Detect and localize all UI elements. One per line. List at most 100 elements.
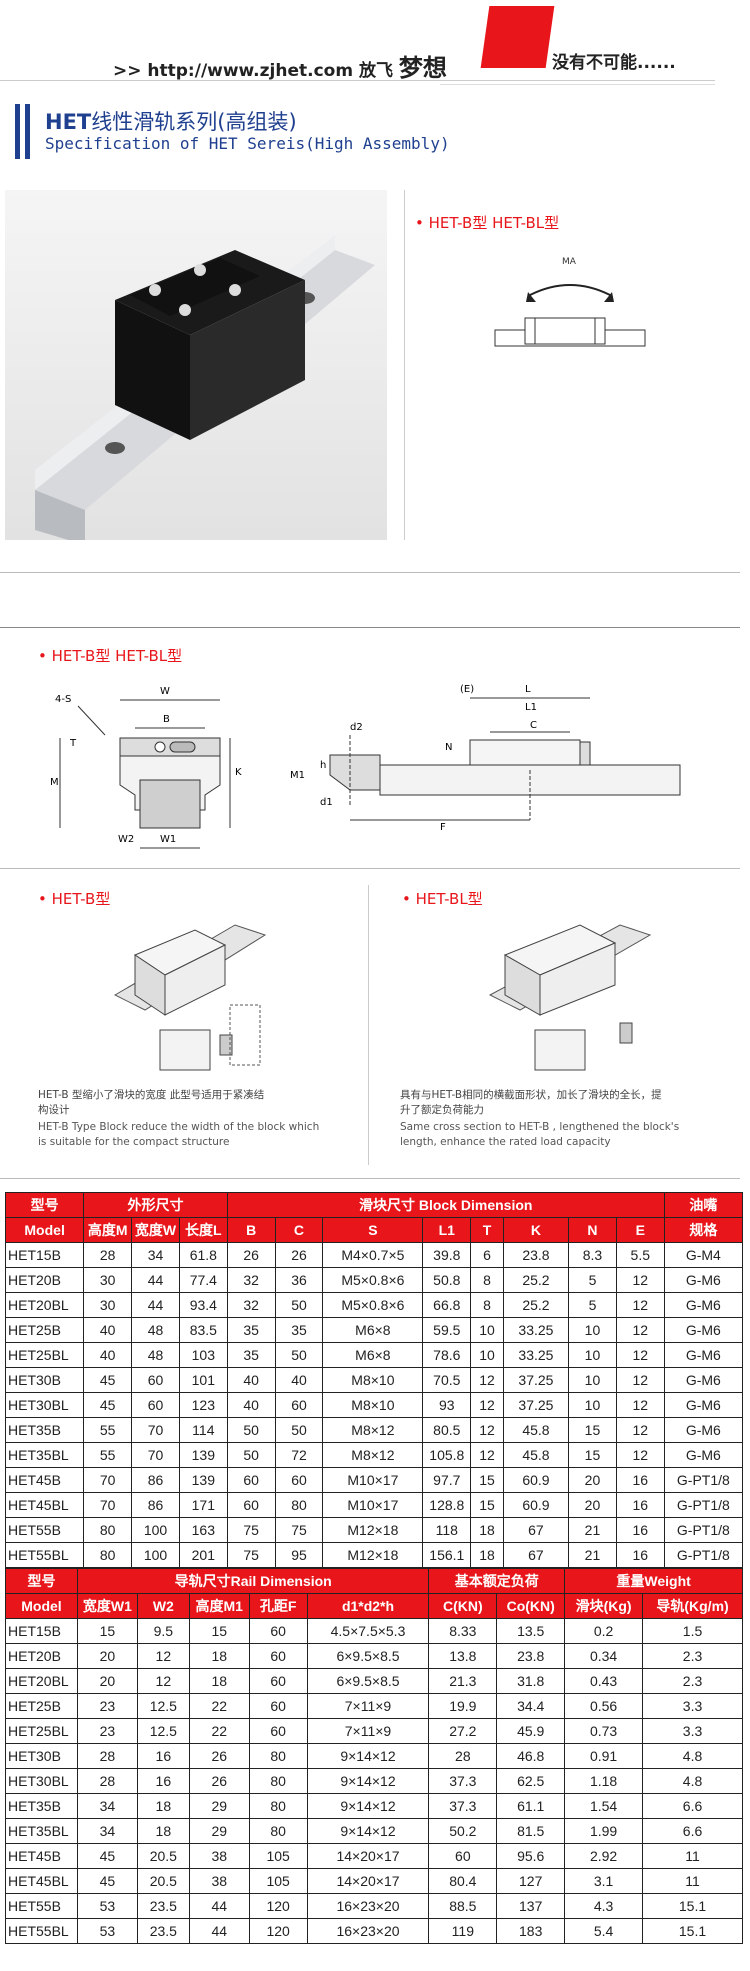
- table-cell: 20.5: [136, 1868, 190, 1894]
- t1-col-l: 长度L: [178, 1217, 228, 1243]
- table-cell: M8×10: [322, 1367, 424, 1393]
- table-cell: 9×14×12: [306, 1768, 430, 1794]
- table-cell: 28: [83, 1242, 133, 1268]
- table-cell: 75: [226, 1542, 276, 1568]
- table-cell: 5.5: [615, 1242, 665, 1268]
- t2-col-w2: W2: [136, 1593, 190, 1619]
- model-cell: HET45BL: [5, 1868, 78, 1894]
- table-cell: 3.3: [642, 1693, 743, 1719]
- table-cell: 26: [188, 1768, 250, 1794]
- header-url[interactable]: >> http://www.zjhet.com 放飞 梦想: [113, 54, 447, 82]
- table-cell: 60.9: [502, 1492, 570, 1518]
- t2-h-load: 基本额定负荷: [428, 1568, 566, 1594]
- t1-h-outer: 外形尺寸: [83, 1192, 228, 1218]
- table-cell: 12: [615, 1342, 665, 1368]
- table-cell: 11: [642, 1868, 743, 1894]
- table-cell: 2.3: [642, 1643, 743, 1669]
- t1-col-n: N: [568, 1217, 617, 1243]
- table-cell: 18: [470, 1517, 504, 1543]
- table-cell: 10: [470, 1317, 504, 1343]
- model-cell: HET45BL: [4, 1492, 85, 1518]
- table-cell: 70: [131, 1417, 180, 1443]
- table-cell: G-M6: [663, 1342, 744, 1368]
- dim-l: L: [525, 684, 531, 695]
- model-cell: HET55B: [5, 1893, 78, 1919]
- model-cell: HET45B: [4, 1467, 85, 1493]
- table-cell: G-PT1/8: [663, 1542, 744, 1568]
- table-cell: 50: [226, 1417, 276, 1443]
- model-cell: HET55BL: [5, 1918, 78, 1944]
- table-cell: 11: [642, 1843, 743, 1869]
- table-cell: 23: [76, 1718, 138, 1744]
- title-cn: HET线性滑轨系列(高组装): [45, 110, 297, 134]
- table-cell: 95: [274, 1542, 324, 1568]
- table-cell: 48: [131, 1342, 180, 1368]
- table-cell: M6×8: [322, 1342, 424, 1368]
- table-cell: 7×11×9: [306, 1718, 430, 1744]
- table-cell: 6: [470, 1242, 504, 1268]
- photo-divider: [404, 190, 405, 540]
- t2-h-rail: 导轨尺寸Rail Dimension: [76, 1568, 430, 1594]
- table-cell: 48: [131, 1317, 180, 1343]
- table-cell: 7×11×9: [306, 1693, 430, 1719]
- cross-section-drawing: 4-S W B T M K W2 W1: [50, 686, 242, 849]
- table-cell: 40: [226, 1392, 276, 1418]
- table-cell: 20: [568, 1492, 617, 1518]
- table-cell: 45: [83, 1392, 133, 1418]
- table-cell: 1.54: [564, 1793, 644, 1819]
- table-cell: 22: [188, 1693, 250, 1719]
- table-cell: 20: [76, 1643, 138, 1669]
- table-cell: 50: [226, 1442, 276, 1468]
- dim-w: W: [160, 686, 170, 697]
- dim-f: F: [440, 822, 446, 833]
- table-cell: 44: [131, 1267, 180, 1293]
- model-cell: HET55BL: [4, 1542, 85, 1568]
- divider-3: [0, 868, 740, 869]
- table-cell: 12.5: [136, 1718, 190, 1744]
- table-cell: 4.8: [642, 1743, 743, 1769]
- table-cell: 12: [470, 1417, 504, 1443]
- table-cell: 9×14×12: [306, 1793, 430, 1819]
- hetb-description: HET-B 型缩小了滑块的宽度 此型号适用于紧凑结 构设计 HET-B Type…: [38, 1089, 320, 1148]
- table-cell: 114: [178, 1417, 228, 1443]
- table-cell: 6.6: [642, 1793, 743, 1819]
- table-cell: 30: [83, 1292, 133, 1318]
- divider-1: [0, 572, 740, 573]
- table-cell: 80: [248, 1768, 308, 1794]
- t1-col-m: 高度M: [83, 1217, 133, 1243]
- table-cell: 81.5: [496, 1818, 566, 1844]
- table-cell: 29: [188, 1793, 250, 1819]
- table-cell: 12: [136, 1668, 190, 1694]
- table-cell: 16: [615, 1492, 665, 1518]
- model-cell: HET25BL: [4, 1342, 85, 1368]
- table-cell: 10: [568, 1317, 617, 1343]
- t1-col-model: Model: [4, 1217, 85, 1243]
- table-cell: 37.3: [428, 1768, 498, 1794]
- table-cell: 55: [83, 1442, 133, 1468]
- t1-col-k: K: [502, 1217, 570, 1243]
- table-cell: M12×18: [322, 1517, 424, 1543]
- table-cell: 67: [502, 1517, 570, 1543]
- table-cell: G-PT1/8: [663, 1517, 744, 1543]
- table-cell: 4.8: [642, 1768, 743, 1794]
- t2-col-c: C(KN): [428, 1593, 498, 1619]
- dim-k: K: [235, 767, 242, 778]
- table-cell: 25.2: [502, 1292, 570, 1318]
- table-cell: 15: [568, 1417, 617, 1443]
- table-cell: 0.34: [564, 1643, 644, 1669]
- table-cell: 70: [131, 1442, 180, 1468]
- table-cell: 163: [178, 1517, 228, 1543]
- table-cell: 33.25: [502, 1317, 570, 1343]
- table-cell: 9.5: [136, 1618, 190, 1644]
- table-cell: 16: [615, 1542, 665, 1568]
- table-cell: M8×12: [322, 1442, 424, 1468]
- table-cell: 93: [422, 1392, 472, 1418]
- table-cell: 40: [226, 1367, 276, 1393]
- hetb-illustration: [113, 924, 267, 1071]
- table-cell: 70: [83, 1467, 133, 1493]
- table-cell: 15: [470, 1467, 504, 1493]
- table-cell: 62.5: [496, 1768, 566, 1794]
